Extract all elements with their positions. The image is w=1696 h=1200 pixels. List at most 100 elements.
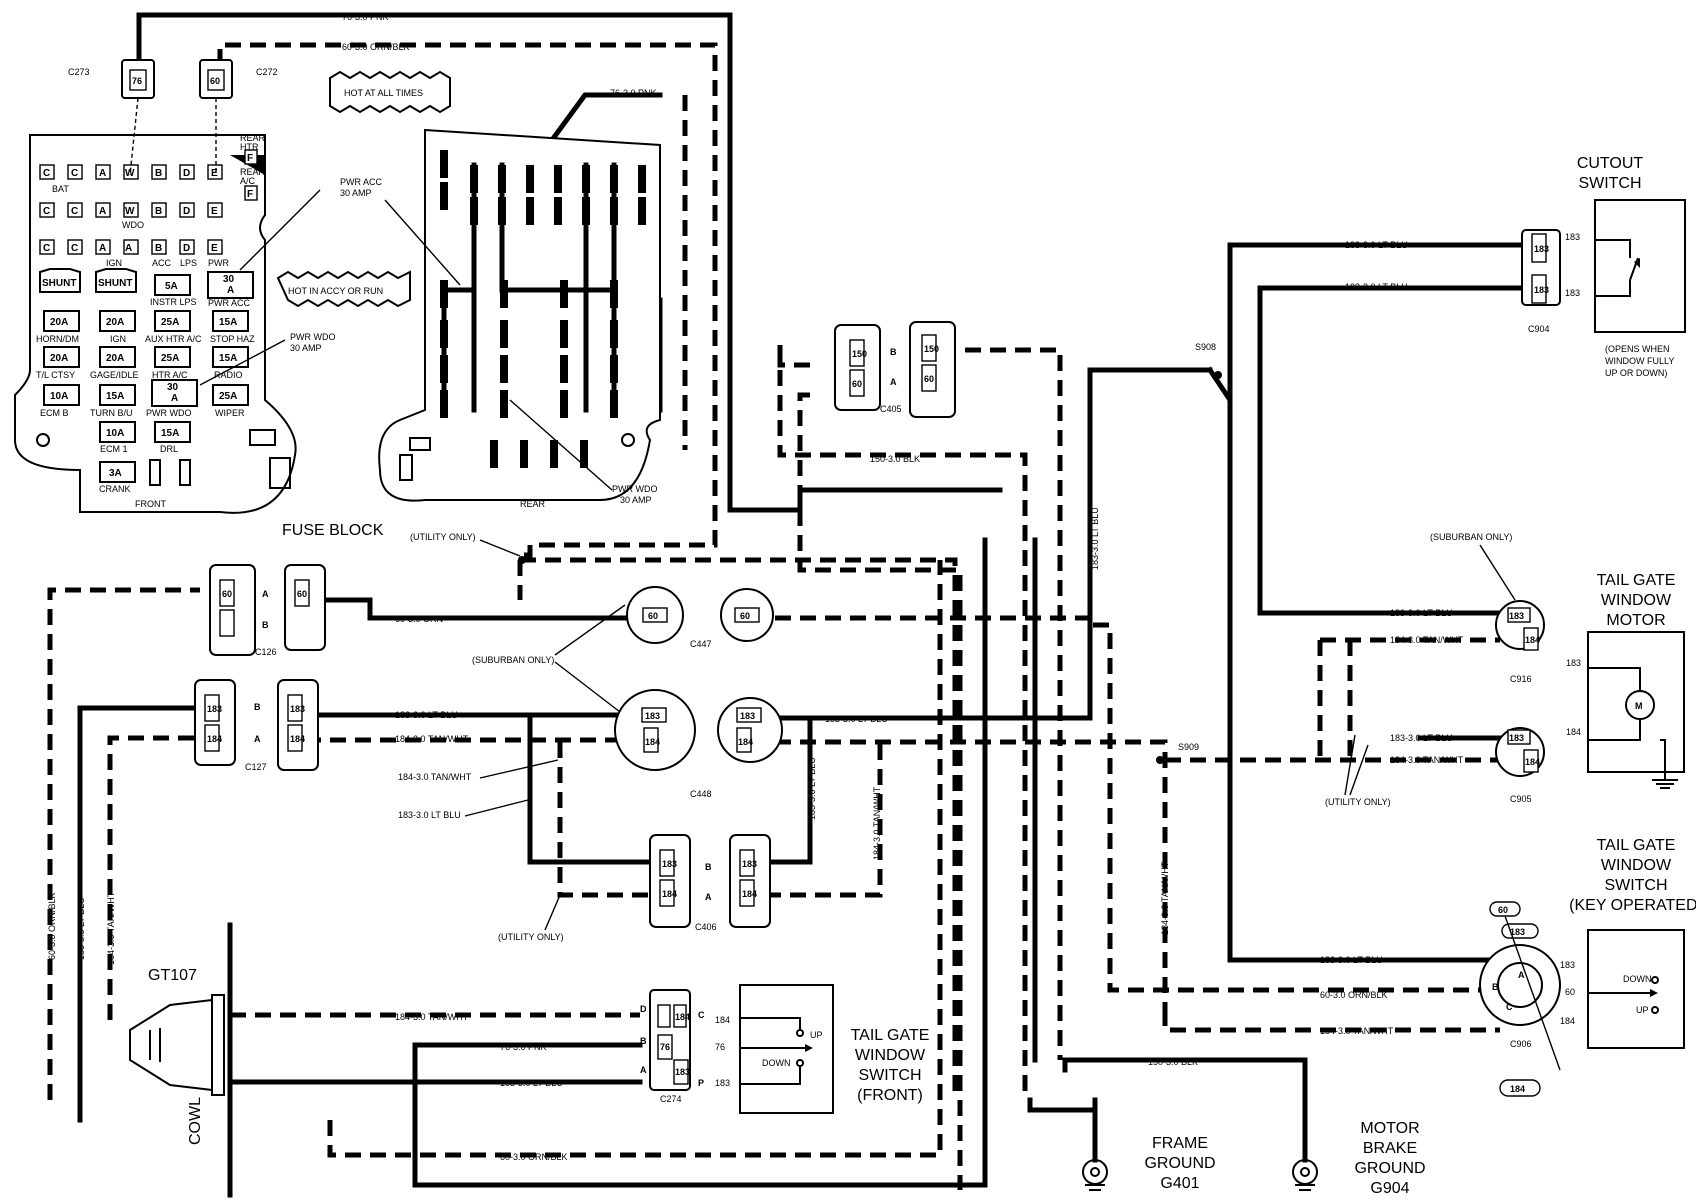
label-front: FRONT [135, 499, 166, 509]
fuse-b3: B [155, 243, 162, 254]
frame-ground-2: GROUND [1144, 1155, 1215, 1172]
cutout-note-3: UP OR DOWN) [1605, 368, 1667, 378]
s909-dot [1156, 756, 1164, 764]
fuse-d3: D [183, 243, 190, 254]
c448-pin-183b: 183 [740, 711, 755, 721]
fuse-30-b-unit: A [171, 393, 178, 404]
cutout-switch: CUTOUT SWITCH 183 183 (OPENS WHEN WINDOW… [1565, 155, 1686, 378]
label-rear: REAR [520, 499, 546, 509]
wl-184-vert: 184-3.0 TAN/WHT [872, 786, 882, 860]
c272-label: C272 [256, 67, 278, 77]
s908-label: S908 [1195, 342, 1216, 352]
tail-gate-switch-front: 184 76 183 UP DOWN TAIL GATE WINDOW SWIT… [715, 984, 930, 1114]
leader-pwr-acc-1 [239, 189, 321, 271]
tgf-title-2: WINDOW [855, 1047, 926, 1064]
wl-76-rear: 76-3.0 PNK [610, 88, 657, 98]
c405-pin-60a: 60 [852, 379, 862, 389]
label-turn-bu: TURN B/U [90, 408, 133, 418]
motor-m: M [1635, 701, 1643, 711]
c906-c: C [1506, 1002, 1513, 1012]
tgf-title-4: (FRONT) [857, 1087, 923, 1104]
wl-183-c274: 183-3.0 LT BLU [500, 1078, 563, 1088]
leader-utility-3a [1344, 734, 1356, 796]
c127-pin-183a: 183 [207, 704, 222, 714]
wl-183-right: 183-3.0 LT BLU [825, 714, 888, 724]
leader-pwr-wdo-2 [509, 399, 613, 491]
fuse-a4: A [125, 243, 132, 254]
c405-b: B [890, 347, 897, 357]
wire-184-right [775, 739, 1168, 1010]
wire-60-c447 [775, 615, 1500, 993]
gt107-cowl-grommet: GT107 COWL [129, 922, 233, 1198]
wire-c405-loop-b [940, 347, 1063, 1060]
c273-pin: 76 [132, 76, 142, 86]
tgf-title-1: TAIL GATE [851, 1027, 930, 1044]
label-pwr-wdo: PWR WDO [146, 408, 192, 418]
tgs-down: DOWN [1623, 974, 1652, 984]
wl-183-c905: 183-3.0 LT BLU [1390, 733, 1453, 743]
label-horn-dm: HORN/DM [36, 334, 79, 344]
wl-76-c274: 76-3.0 PNK [500, 1042, 547, 1052]
label-bat: BAT [52, 184, 69, 194]
wl-184-c274: 184-3.0 TAN/WHT [395, 1012, 469, 1022]
c906-a: A [1518, 970, 1525, 980]
fuse-15a-4: 15A [161, 428, 179, 439]
c406-pin-183b: 183 [742, 859, 757, 869]
tgm-pin-184: 184 [1566, 727, 1581, 737]
wl-60-orn: 60-3.0 ORN [395, 614, 443, 624]
leader-suburban-2 [1479, 544, 1516, 601]
leader-pwr-acc-2 [384, 199, 461, 286]
wire-183-left [77, 705, 203, 1123]
c126-pin-b: 60 [297, 589, 307, 599]
wl-184-left: 184-3.0 TAN/WHT [395, 734, 469, 744]
c127-pin-184b: 184 [290, 734, 305, 744]
c274-pin-76: 76 [660, 1042, 670, 1052]
s909-label: S909 [1178, 742, 1199, 752]
label-htr-ac: HTR A/C [152, 370, 188, 380]
c274-pin-183: 183 [675, 1067, 690, 1077]
motor-ground-3: GROUND [1354, 1160, 1425, 1177]
cowl-label: COWL [187, 1097, 204, 1145]
motor-ground-4: G904 [1370, 1180, 1409, 1197]
label-aux-htr: AUX HTR A/C [145, 334, 202, 344]
connector-c904: 183 183 C904 [1521, 229, 1561, 334]
c127-b: B [254, 702, 261, 712]
wire-76-to-c274 [412, 537, 988, 1188]
fuse-c1: C [43, 168, 50, 179]
wl-183-c906: 183-3.0 LT BLU [1320, 955, 1383, 965]
note-pwr-wdo-2: PWR WDO [612, 484, 658, 494]
label-pwr: PWR [208, 258, 229, 268]
label-ac: A/C [240, 176, 256, 186]
connector-c916: 183 184 C916 [1495, 600, 1545, 684]
label-gage-idle: GAGE/IDLE [90, 370, 139, 380]
c126-label: C126 [255, 647, 277, 657]
utility-notes: (UTILITY ONLY) (SUBURBAN ONLY) (UTILITY … [410, 532, 1516, 942]
fuse-20a-4: 20A [106, 353, 124, 364]
note-hot-all-times: HOT AT ALL TIMES [344, 88, 423, 98]
frame-ground-3: G401 [1160, 1175, 1199, 1192]
tgs-title-2: WINDOW [1601, 857, 1672, 874]
c127-label: C127 [245, 762, 267, 772]
hot-notes: HOT AT ALL TIMES HOT IN ACCY OR RUN PWR … [199, 70, 658, 505]
fuse-block-front: C C A W B D E C C A W B D E C C A A B D … [14, 133, 297, 514]
fuse-25a-3: 25A [219, 391, 237, 402]
fuse-a2: A [99, 206, 106, 217]
wire-c405-down [797, 392, 963, 1190]
wire-184-c406-right [765, 742, 883, 898]
c406-pin-183a: 183 [662, 859, 677, 869]
label-wiper: WIPER [215, 408, 245, 418]
note-suburban-1: (SUBURBAN ONLY) [472, 655, 554, 665]
label-stop-haz: STOP HAZ [210, 334, 255, 344]
label-ecm-b: ECM B [40, 408, 69, 418]
note-utility-1: (UTILITY ONLY) [410, 532, 476, 542]
wl-60-c906: 60-3.0 ORN/BLK [1320, 990, 1388, 1000]
tgf-down: DOWN [762, 1058, 791, 1068]
cutout-pin-a: 183 [1565, 232, 1580, 242]
wl-60-top: 60-3.0 ORN/BLK [342, 42, 410, 52]
connector-c274: 184 76 183 D C B A P C274 [640, 989, 705, 1104]
c447-label: C447 [690, 639, 712, 649]
fuse-w1: W [125, 168, 135, 179]
c906-tag-184: 184 [1510, 1084, 1525, 1094]
c126-a: A [262, 589, 269, 599]
fuse-c2: C [71, 168, 78, 179]
